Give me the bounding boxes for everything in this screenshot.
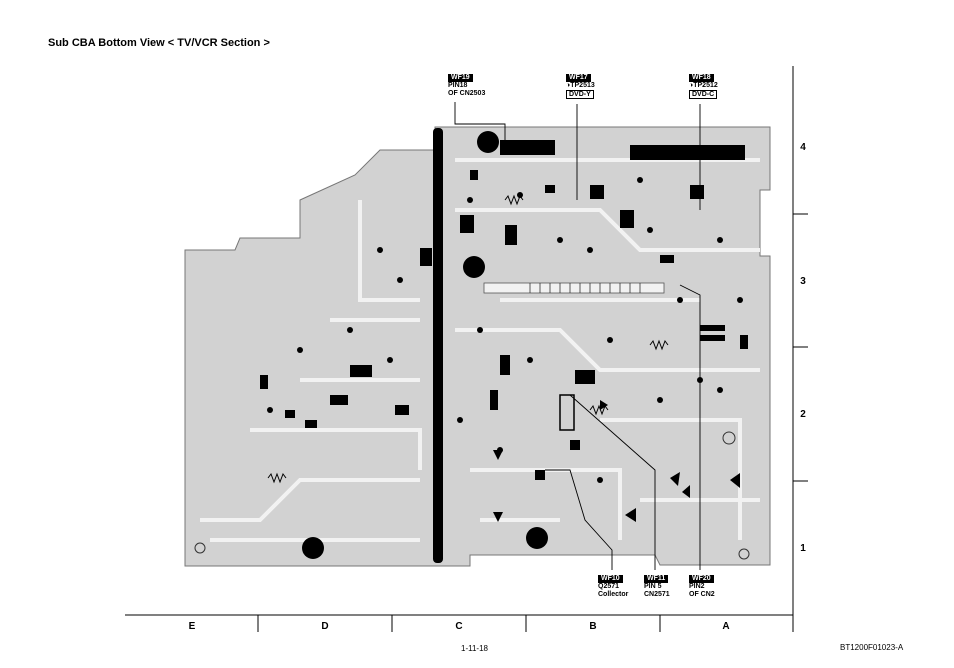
wf17-line1: TP2513 xyxy=(570,82,595,89)
wf11-line2: CN2571 xyxy=(644,591,670,598)
grid-row-label: 2 xyxy=(800,409,806,420)
grid-column-label: B xyxy=(589,621,597,632)
wf11-line1: PIN 5 xyxy=(644,583,662,590)
wf10-line2: Collector xyxy=(598,591,629,598)
callout-wf10: WF10 Q2571 Collector xyxy=(598,575,628,599)
grid-column-label: A xyxy=(722,621,730,632)
grid-column-label: E xyxy=(188,621,196,632)
test-point-icon: ◑ xyxy=(689,82,694,89)
wf17-line2: DVD-Y xyxy=(566,90,594,99)
test-point-icon: ◑ xyxy=(566,82,571,89)
callout-wf19: WF19 PIN18 OF CN2503 xyxy=(448,74,485,98)
wf18-line1: TP2512 xyxy=(693,82,718,89)
wf11-tag: WF11 xyxy=(644,575,669,583)
solder-points xyxy=(267,177,743,483)
top-bar-right xyxy=(630,145,745,160)
traces xyxy=(200,158,760,542)
mounting-hole xyxy=(477,131,499,153)
connector-strip xyxy=(483,282,665,294)
wf18-line2: DVD-C xyxy=(689,90,718,99)
wf20-tag: WF20 xyxy=(689,575,714,583)
wf10-tag: WF10 xyxy=(598,575,623,583)
page-number: 1-11-18 xyxy=(461,644,488,653)
wf20-line1: PIN2 xyxy=(689,583,705,590)
divider-bar xyxy=(433,128,443,563)
wf19-line2: OF CN2503 xyxy=(448,90,486,97)
grid-column-label: D xyxy=(321,621,329,632)
connector-pins xyxy=(529,283,641,293)
callout-wf20: WF20 PIN2 OF CN2 xyxy=(689,575,715,599)
board-outline xyxy=(184,126,771,567)
mounting-hole xyxy=(463,256,485,278)
wf19-line1: PIN18 xyxy=(448,82,468,89)
callout-wf17: WF17 ◑TP2513 DVD-Y xyxy=(566,74,595,99)
grid-frame xyxy=(125,66,808,632)
leader-lines xyxy=(454,102,701,570)
page-title: Sub CBA Bottom View < TV/VCR Section > xyxy=(48,37,270,49)
callout-wf18: WF18 ◑TP2512 DVD-C xyxy=(689,74,718,99)
small-hole xyxy=(738,548,750,560)
mounting-hole xyxy=(302,537,324,559)
top-bar-left xyxy=(500,140,555,155)
wf18-tag: WF18 xyxy=(689,74,714,82)
grid-column-label: C xyxy=(455,621,463,632)
wf10-line1: Q2571 xyxy=(598,583,620,590)
small-hole xyxy=(194,542,206,554)
small-hole xyxy=(722,431,736,445)
grid-row-label: 3 xyxy=(800,276,806,287)
callout-wf11: WF11 PIN 5 CN2571 xyxy=(644,575,670,599)
components xyxy=(260,170,748,480)
wf17-tag: WF17 xyxy=(566,74,591,82)
wf20-line2: OF CN2 xyxy=(689,591,715,598)
mounting-hole xyxy=(526,527,548,549)
grid-row-label: 4 xyxy=(800,142,806,153)
wf19-tag: WF19 xyxy=(448,74,473,82)
grid-row-label: 1 xyxy=(800,543,806,554)
arrows xyxy=(625,472,740,522)
document-code: BT1200F01023-A xyxy=(840,643,904,652)
diodes xyxy=(493,400,608,522)
